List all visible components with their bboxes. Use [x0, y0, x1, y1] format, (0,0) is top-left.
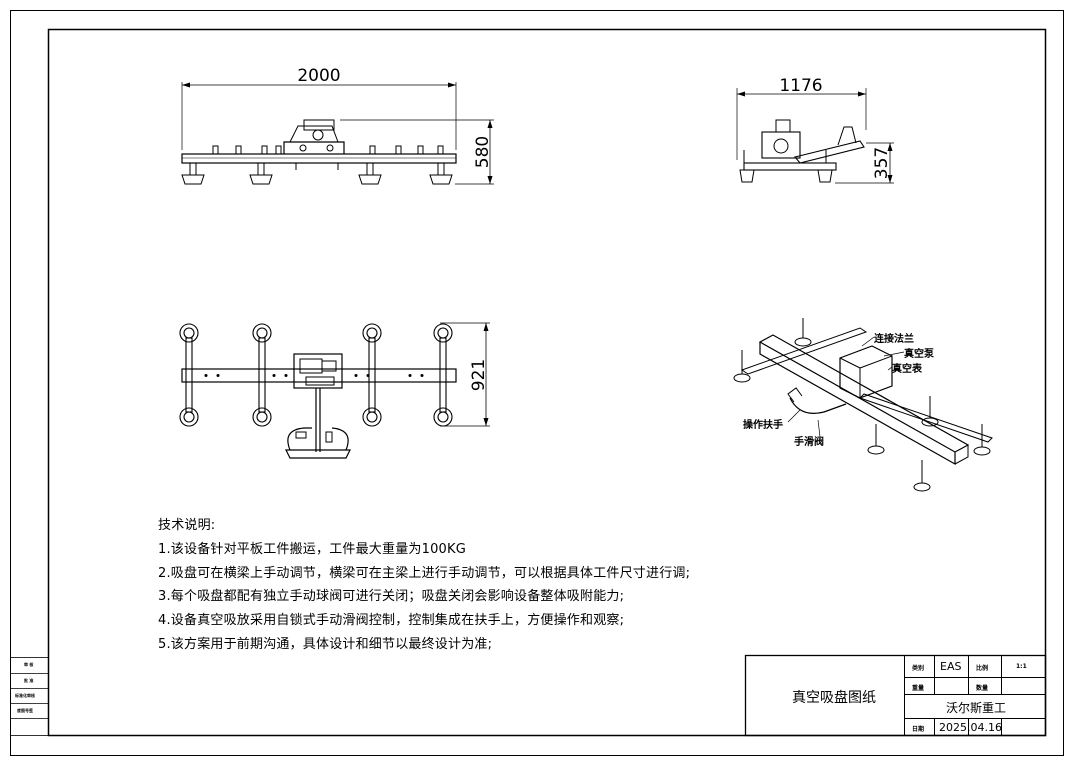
note-item: 2.吸盘可在横梁上手动调节，横梁可在主梁上进行手动调节，可以根据具体工件尺寸进行…	[158, 565, 691, 581]
note-item: 4.设备真空吸放采用自锁式手动滑阀控制，控制集成在扶手上，方便操作和观察;	[158, 613, 625, 629]
label-scale: 比例	[976, 665, 989, 672]
margin-signature-boxes	[10, 657, 49, 736]
dim-side-length: 1176	[779, 76, 822, 96]
callout-flange: 连接法兰	[874, 334, 914, 345]
note-item: 3.每个吸盘都配有独立手动球阀可进行关闭；吸盘关闭会影响设备整体吸附能力;	[158, 589, 625, 605]
company-name: 沃尔斯重工	[946, 701, 1007, 715]
callout-pump: 真空泵	[904, 349, 934, 360]
label-date: 日期	[912, 726, 925, 733]
inner-border	[47, 28, 1047, 737]
callout-gauge: 真空表	[892, 364, 922, 375]
label-qty: 数量	[976, 685, 989, 692]
margin-label: 批 准	[24, 678, 34, 683]
notes-heading: 技术说明:	[158, 518, 216, 533]
top-view	[179, 322, 490, 459]
outer-border	[10, 10, 1064, 756]
margin-label: 标准化审核	[15, 693, 35, 698]
dim-front-height: 580	[473, 136, 493, 168]
note-item: 1.该设备针对平板工件搬运，工件最大重量为100KG	[158, 541, 467, 557]
note-item: 5.该方案用于前期沟通，具体设计和细节以最终设计为准;	[158, 636, 493, 652]
isometric-view	[733, 318, 993, 492]
technical-notes: 技术说明: 1.该设备针对平板工件搬运，工件最大重量为100KG 2.吸盘可在横…	[158, 514, 690, 657]
label-type: 类别	[912, 665, 925, 672]
dim-top-width: 921	[469, 359, 489, 391]
scale-value: 1:1	[1016, 663, 1027, 670]
margin-label: 底图号签	[17, 708, 33, 713]
front-view	[181, 82, 494, 185]
drawing-name: 真空吸盘图纸	[792, 690, 876, 706]
dim-side-height: 357	[872, 147, 892, 179]
side-view	[736, 88, 894, 184]
dim-front-length: 2000	[297, 66, 340, 86]
label-weight: 重量	[912, 685, 925, 692]
type-value: EAS	[940, 660, 962, 673]
title-block-grid	[744, 654, 1047, 737]
callout-slide-valve: 手滑阀	[794, 437, 824, 448]
margin-label: 审 核	[24, 662, 34, 667]
callout-handle: 操作扶手	[743, 420, 783, 431]
date-value: 2025.04.16	[939, 721, 1002, 734]
